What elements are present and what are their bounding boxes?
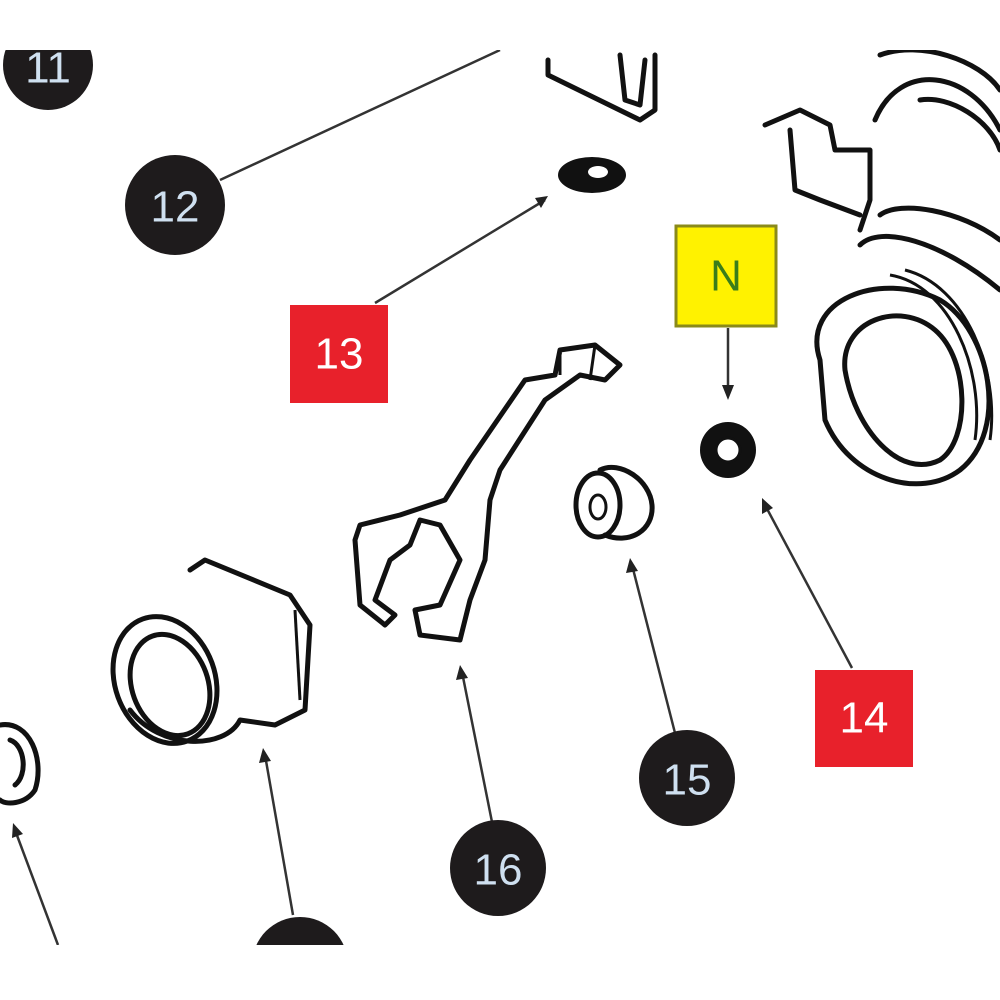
svg-text:15: 15 [663,756,712,805]
svg-text:N: N [710,252,742,301]
callout-13: 13 [290,305,388,403]
svg-text:16: 16 [474,846,523,895]
nut-part-14 [700,422,756,478]
callout-12: 12 [125,155,225,255]
engine-housing-part [762,47,1000,487]
callout-16: 16 [450,820,546,916]
sleeve-part [110,557,313,746]
callout-n: N [674,224,778,328]
svg-text:14: 14 [840,694,889,743]
svg-text:13: 13 [315,330,364,379]
callout-14: 14 [815,670,913,767]
bushing-part-15 [573,464,655,541]
svg-text:11: 11 [25,44,71,93]
partial-part-left [0,722,41,806]
callout-15: 15 [639,730,735,826]
bracket-part [545,52,658,123]
leader-lines [12,48,854,946]
svg-text:12: 12 [151,183,200,232]
washer-part-13 [558,157,626,193]
fork-part-16 [352,342,623,643]
